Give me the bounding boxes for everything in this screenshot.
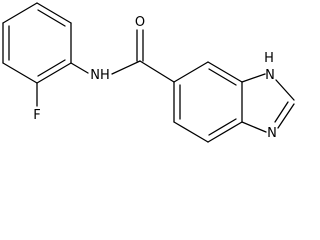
benzo-ring: [173, 61, 243, 143]
bond: [2, 62, 38, 84]
c-c-bond: [139, 60, 175, 83]
bond: [207, 61, 243, 83]
molecule-diagram: O NH F H N N: [2, 2, 295, 143]
bond: [241, 121, 267, 133]
bond: [2, 2, 38, 24]
oxygen-label: O: [135, 15, 145, 30]
double-bond-inner: [274, 101, 289, 123]
double-bond-inner: [208, 68, 237, 86]
imidazole-nh-n-label: N: [265, 68, 275, 83]
bond: [173, 121, 209, 143]
bond: [277, 103, 295, 129]
amide-nh-label: NH: [90, 68, 110, 83]
fluorine-label: F: [33, 108, 40, 123]
imidazole-n-label: N: [267, 126, 277, 141]
imidazole-ring: [241, 73, 295, 133]
double-bond-inner: [208, 118, 237, 136]
structure-canvas: O NH F H N N: [2, 2, 295, 143]
bond: [36, 62, 72, 84]
bond: [275, 79, 295, 101]
bond: [241, 73, 266, 83]
bond: [207, 121, 243, 143]
double-bond-inner: [37, 9, 66, 27]
bond: [173, 61, 209, 83]
n-c-bond: [111, 60, 141, 75]
double-bond-inner: [37, 59, 66, 77]
fluorophenyl-ring: [2, 2, 72, 84]
imidazole-h-label: H: [264, 51, 274, 66]
bond: [36, 2, 72, 24]
c-n-bond: [70, 62, 89, 74]
